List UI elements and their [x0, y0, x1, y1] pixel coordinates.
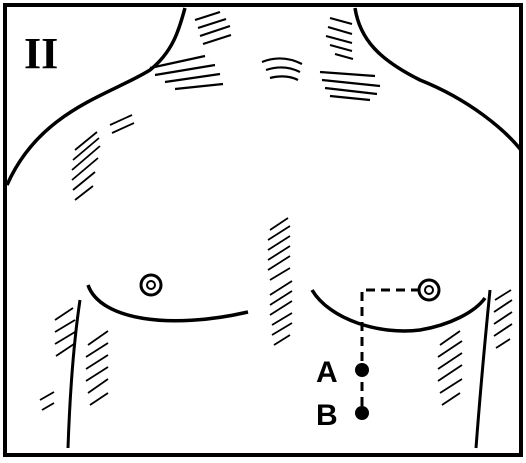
left-nipple: [141, 275, 161, 295]
collarbone-hatching: [150, 56, 380, 100]
figure-frame: [5, 5, 521, 455]
point-b-marker: [355, 406, 369, 420]
dashed-guide-line: [362, 290, 420, 412]
neck-hatching: [195, 12, 353, 59]
right-torso-edge: [476, 290, 490, 448]
right-shoulder-outline: [355, 8, 521, 150]
panel-label: II: [24, 29, 58, 78]
right-nipple: [419, 280, 439, 300]
left-pectoral-curve: [88, 285, 248, 321]
point-a-label: A: [316, 356, 338, 389]
point-b-label: B: [316, 399, 338, 432]
left-chest-hatching: [72, 115, 134, 200]
right-pectoral-curve: [312, 290, 485, 331]
point-a-marker: [355, 363, 369, 377]
sternum-hatching: [268, 218, 292, 345]
